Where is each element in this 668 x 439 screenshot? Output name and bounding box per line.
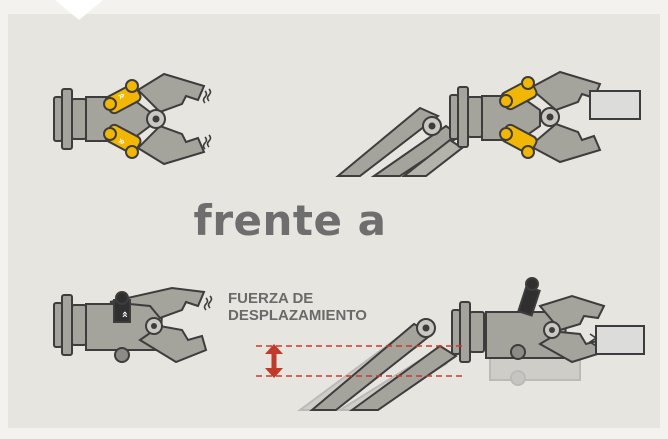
shear-twin-cylinder-left: » » <box>53 72 212 166</box>
dark-cylinder-left: » <box>113 291 131 323</box>
force-annotation-line2: DESPLAZAMIENTO <box>228 307 367 324</box>
displacement-indicator <box>256 344 466 378</box>
dark-cylinder-right <box>517 277 541 317</box>
yellow-cylinder-lower: » <box>103 123 142 159</box>
excavator-twin-cylinder-right <box>335 70 641 177</box>
double-arrow-icon <box>265 344 283 378</box>
force-annotation: FUERZA DE DESPLAZAMIENTO <box>228 290 367 324</box>
workpiece-block-lower <box>595 325 645 355</box>
panel-notch <box>55 0 103 20</box>
shear-single-cylinder-left: » <box>53 286 213 364</box>
comparison-title: frente a <box>193 196 387 245</box>
workpiece-block <box>589 90 641 120</box>
yellow-cylinder-upper: » <box>103 79 142 115</box>
force-annotation-line1: FUERZA DE <box>228 290 314 307</box>
svg-text:»: » <box>118 311 131 318</box>
